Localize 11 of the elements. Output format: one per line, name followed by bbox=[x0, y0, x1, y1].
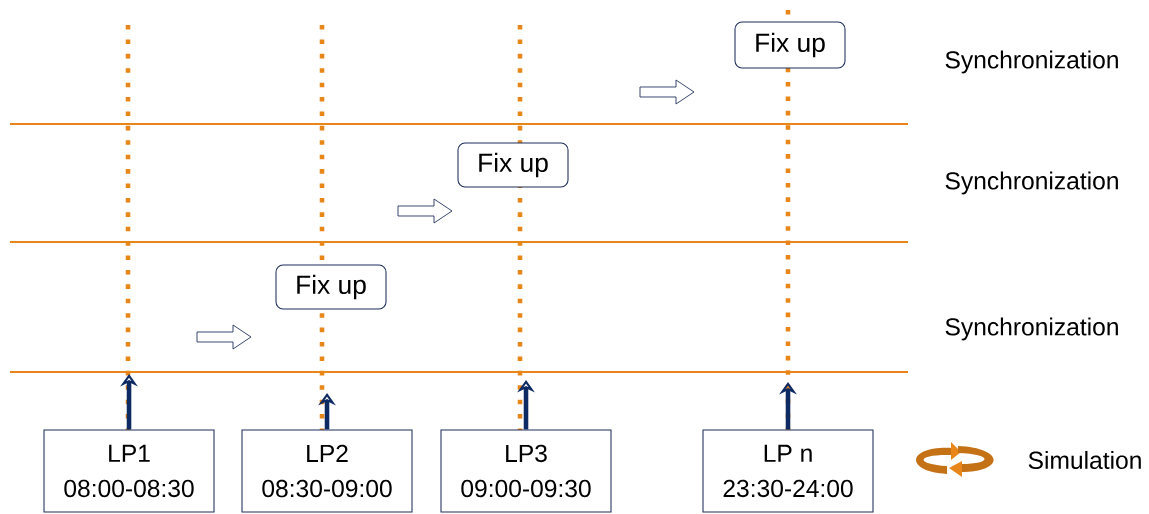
process-box: LP3 09:00-09:30 bbox=[440, 429, 612, 513]
process-box: LP1 08:00-08:30 bbox=[43, 429, 215, 513]
fix-up-box: Fix up bbox=[734, 21, 846, 69]
annotation-text: Synchronization bbox=[945, 171, 1118, 195]
process-box: LP n 23:30-24:00 bbox=[702, 429, 874, 513]
annotation-text: Synchronization bbox=[945, 50, 1118, 74]
fix-up-box: Fix up bbox=[275, 264, 387, 310]
fix-up-box: Fix up bbox=[457, 142, 569, 188]
annotation-text: Simulation bbox=[1028, 450, 1141, 470]
process-box: LP2 08:30-09:00 bbox=[241, 429, 413, 513]
annotation-text: Synchronization bbox=[945, 317, 1118, 341]
